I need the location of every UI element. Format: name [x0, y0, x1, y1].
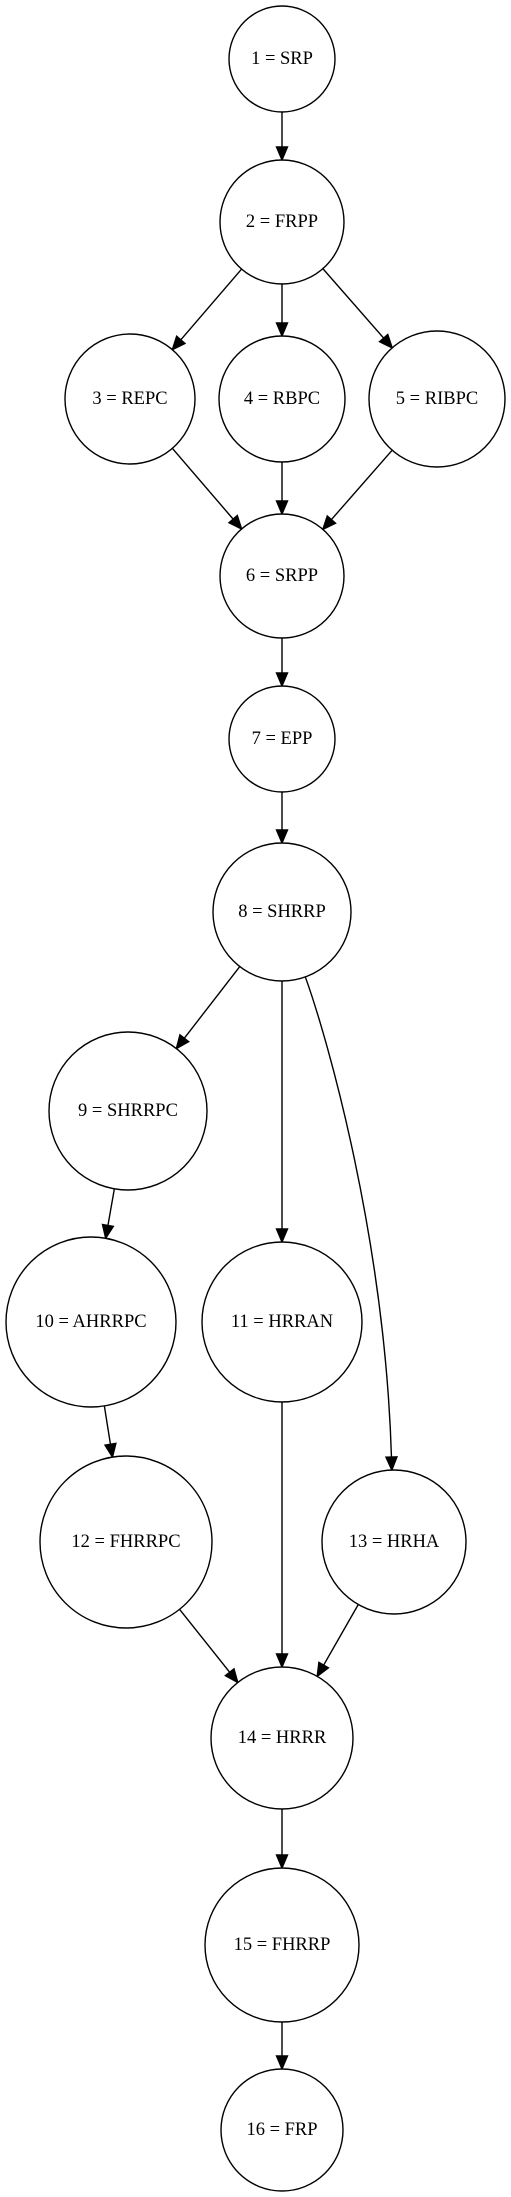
node-label: 16 = FRP — [246, 2120, 317, 2140]
edge-15-to-16-arrowhead — [275, 2055, 289, 2071]
node-10: 10 = AHRRPC — [5, 1236, 177, 1408]
node-13: 13 = HRHA — [321, 1469, 467, 1615]
node-circle — [228, 5, 336, 113]
edge-8-to-13 — [304, 976, 399, 1472]
edge-8-to-11-arrowhead — [275, 1228, 289, 1244]
node-6: 6 = SRPP — [219, 513, 345, 639]
node-label: 6 = SRPP — [246, 566, 318, 586]
edge-4-to-6-arrowhead — [275, 500, 289, 516]
edge-9-to-10 — [101, 1188, 116, 1241]
edge-2-to-3-line — [179, 268, 243, 342]
edge-2-to-4-arrowhead — [275, 322, 289, 338]
edge-5-to-6 — [321, 449, 393, 531]
edge-7-to-8 — [275, 792, 289, 845]
node-label: 5 = RIBPC — [396, 389, 478, 409]
edge-1-to-2-arrowhead — [275, 146, 289, 162]
node-label: 4 = RBPC — [244, 389, 320, 409]
node-5: 5 = RIBPC — [368, 330, 506, 468]
edge-15-to-16 — [275, 2022, 289, 2071]
edge-9-to-10-line — [107, 1188, 116, 1227]
edge-8-to-13-line — [304, 976, 393, 1459]
edge-2-to-4 — [275, 284, 289, 338]
node-9: 9 = SHRRPC — [48, 1031, 208, 1191]
edge-3-to-6 — [171, 447, 243, 531]
edge-11-to-14-arrowhead — [275, 1653, 289, 1669]
edge-13-to-14-line — [322, 1604, 359, 1667]
edge-8-to-9-arrowhead — [175, 1033, 190, 1050]
edge-2-to-3-arrowhead — [171, 335, 187, 352]
edge-8-to-9-line — [183, 966, 241, 1040]
node-circle — [5, 1236, 177, 1408]
node-2: 2 = FRPP — [219, 159, 345, 285]
node-circle — [64, 333, 196, 465]
edge-8-to-13-arrowhead — [384, 1456, 399, 1472]
node-4: 4 = RBPC — [218, 335, 346, 463]
edge-2-to-5-line — [322, 268, 385, 340]
node-circle — [220, 2068, 344, 2192]
node-circle — [210, 1666, 354, 1810]
edge-5-to-6-arrowhead — [321, 514, 337, 531]
edge-10-to-12 — [103, 1405, 117, 1459]
node-label: 14 = HRRR — [238, 1728, 327, 1748]
node-label: 11 = HRRAN — [231, 1312, 333, 1332]
edge-4-to-6 — [275, 462, 289, 516]
node-11: 11 = HRRAN — [201, 1241, 363, 1403]
node-label: 13 = HRHA — [349, 1532, 440, 1552]
node-16: 16 = FRP — [220, 2068, 344, 2192]
edge-2-to-3 — [171, 268, 243, 352]
node-label: 1 = SRP — [251, 49, 313, 69]
edge-10-to-12-line — [103, 1405, 112, 1446]
node-circle — [204, 1867, 360, 2023]
node-label: 3 = REPC — [92, 389, 167, 409]
node-8: 8 = SHRRP — [212, 842, 352, 982]
node-label: 2 = FRPP — [246, 212, 318, 232]
edge-14-to-15 — [275, 1809, 289, 1870]
node-circle — [48, 1031, 208, 1191]
node-label: 7 = EPP — [252, 729, 313, 749]
edge-6-to-7-arrowhead — [275, 672, 289, 688]
node-15: 15 = FHRRP — [204, 1867, 360, 2023]
node-circle — [368, 330, 506, 468]
edge-6-to-7 — [275, 638, 289, 688]
edge-2-to-5-arrowhead — [378, 333, 394, 350]
edge-1-to-2 — [275, 112, 289, 162]
node-label: 9 = SHRRPC — [78, 1101, 178, 1121]
node-circle — [228, 685, 336, 793]
edge-8-to-11 — [275, 981, 289, 1244]
node-circle — [219, 159, 345, 285]
edge-12-to-14 — [179, 1608, 239, 1684]
edge-9-to-10-arrowhead — [101, 1223, 115, 1241]
node-7: 7 = EPP — [228, 685, 336, 793]
node-circle — [219, 513, 345, 639]
node-label: 12 = FHRRPC — [71, 1532, 180, 1552]
edge-7-to-8-arrowhead — [275, 829, 289, 845]
edge-12-to-14-line — [179, 1608, 231, 1674]
node-label: 10 = AHRRPC — [35, 1312, 146, 1332]
node-label: 8 = SHRRP — [238, 902, 326, 922]
node-circle — [39, 1455, 213, 1629]
edge-3-to-6-line — [171, 447, 235, 521]
edge-5-to-6-line — [330, 449, 393, 521]
edge-2-to-5 — [322, 268, 394, 350]
node-circle — [212, 842, 352, 982]
edges-layer — [101, 112, 399, 2071]
node-3: 3 = REPC — [64, 333, 196, 465]
edge-13-to-14 — [316, 1604, 359, 1678]
node-circle — [321, 1469, 467, 1615]
node-14: 14 = HRRR — [210, 1666, 354, 1810]
edge-14-to-15-arrowhead — [275, 1854, 289, 1870]
edge-11-to-14 — [275, 1402, 289, 1669]
node-label: 15 = FHRRP — [234, 1935, 331, 1955]
edge-8-to-9 — [175, 966, 241, 1050]
node-circle — [218, 335, 346, 463]
edge-3-to-6-arrowhead — [227, 514, 243, 531]
edge-13-to-14-arrowhead — [316, 1661, 330, 1678]
nodes-layer: 1 = SRP 2 = FRPP 3 = REPC 4 = RBPC 5 = RIBPC… — [5, 5, 506, 2192]
node-12: 12 = FHRRPC — [39, 1455, 213, 1629]
node-1: 1 = SRP — [228, 5, 336, 113]
edge-12-to-14-arrowhead — [224, 1667, 239, 1684]
node-circle — [201, 1241, 363, 1403]
edge-10-to-12-arrowhead — [103, 1442, 117, 1459]
